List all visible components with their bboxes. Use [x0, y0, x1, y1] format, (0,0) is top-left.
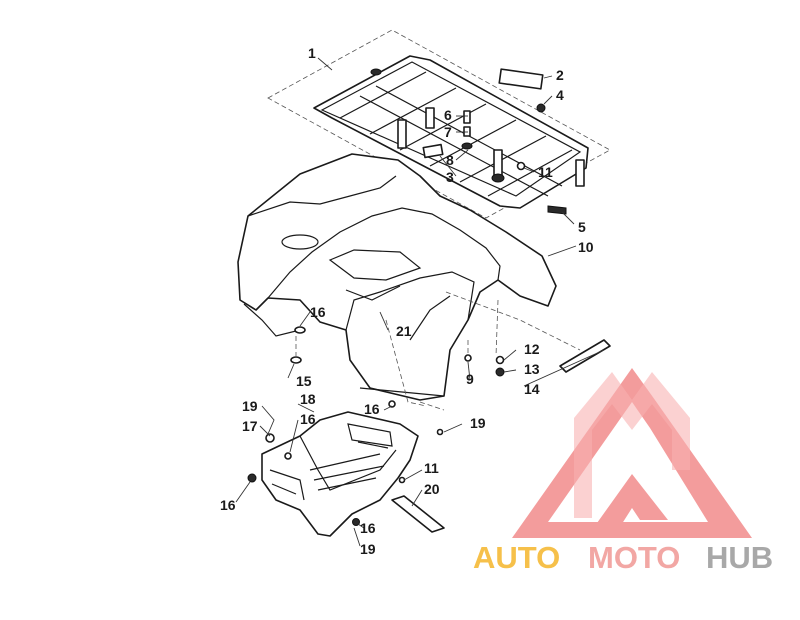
fastener-11-lower: [398, 476, 406, 484]
footwell-panel: [261, 411, 419, 537]
callout-3: 3: [446, 169, 454, 185]
nut-11-upper: [516, 161, 526, 171]
rear-fender: [237, 153, 557, 401]
footrest-20: [391, 495, 445, 533]
fastener-16-center: [388, 400, 396, 408]
callout-18: 18: [300, 391, 316, 407]
bracket-5: [547, 205, 567, 215]
assembly-line-b: [495, 299, 499, 357]
fastener-17: [265, 433, 275, 443]
fastener-13: [495, 367, 505, 377]
callout-19-right: 19: [470, 415, 486, 431]
callout-16-upper: 16: [310, 304, 326, 320]
decal-2: [498, 68, 544, 90]
watermark-hub: HUB: [706, 540, 773, 575]
callout-5: 5: [578, 219, 586, 235]
callout-16-mid: 16: [300, 411, 316, 427]
callout-10: 10: [578, 239, 594, 255]
callout-19-left: 19: [242, 398, 258, 414]
decal-3: [422, 143, 444, 159]
callout-17: 17: [242, 418, 258, 434]
callout-16-bottom: 16: [360, 520, 376, 536]
callout-8: 8: [446, 152, 454, 168]
callout-7: 7: [444, 124, 452, 140]
callout-12: 12: [524, 341, 540, 357]
fastener-19-right: [436, 428, 444, 436]
callout-19-bottom: 19: [360, 541, 376, 557]
automotohub-logo: [512, 368, 752, 538]
fastener-12: [495, 355, 505, 365]
callout-2: 2: [556, 67, 564, 83]
fastener-9: [464, 354, 472, 362]
assembly-line-c: [445, 291, 581, 351]
callout-16-center: 16: [364, 401, 380, 417]
logo-triangle-outer: [512, 368, 752, 538]
assembly-line-a: [385, 319, 427, 407]
callout-16-left: 16: [220, 497, 236, 513]
fastener-16-mid: [284, 452, 292, 460]
callout-11-lower: 11: [424, 460, 439, 476]
leader-lines: [235, 57, 605, 547]
callout-4: 4: [556, 87, 564, 103]
watermark-moto: MOTO: [588, 540, 680, 575]
watermark-auto: AUTO: [473, 540, 560, 575]
fastener-16-left: [247, 473, 257, 483]
washer-8: [461, 142, 473, 150]
trim-strip-14: [559, 339, 611, 373]
callout-20: 20: [424, 481, 440, 497]
fastener-16-bottom: [352, 518, 360, 526]
fastener-15: [290, 356, 302, 364]
callout-15: 15: [296, 373, 312, 389]
callout-21: 21: [396, 323, 412, 339]
callout-14: 14: [524, 381, 540, 397]
callout-1: 1: [308, 45, 316, 61]
assembly-line-f: [419, 401, 445, 411]
callout-labels: 1 2 4 6 7 8 3 11 5 10 12 13 14 9 21 16 1…: [220, 45, 594, 557]
logo-m-shape: [574, 372, 690, 518]
bolt-7: [463, 126, 471, 137]
logo-triangle-inner: [592, 474, 668, 530]
fastener-16-upper: [294, 326, 306, 334]
callout-9: 9: [466, 371, 474, 387]
nut-4: [536, 103, 546, 113]
callout-6: 6: [444, 107, 452, 123]
callout-13: 13: [524, 361, 540, 377]
bolt-6: [463, 110, 471, 124]
callout-11-upper: 11: [538, 164, 553, 180]
